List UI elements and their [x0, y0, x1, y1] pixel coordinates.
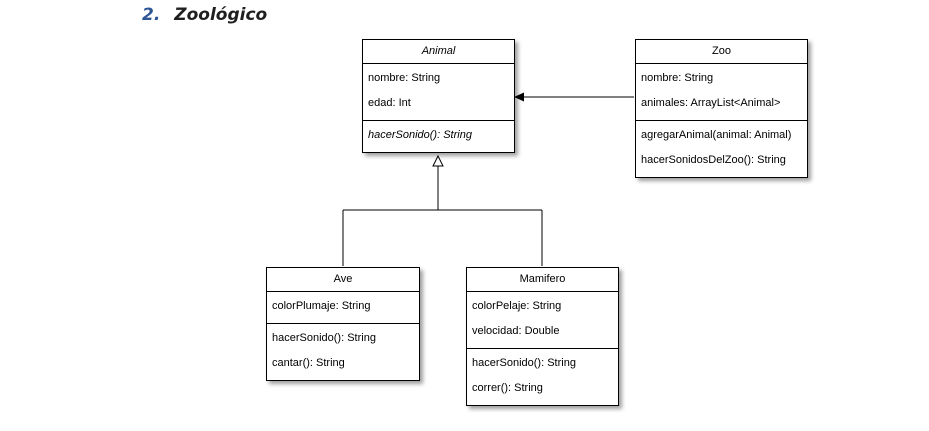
attribute: velocidad: Double — [472, 325, 560, 337]
class-animal-name: Animal — [363, 40, 514, 64]
class-zoo-attributes: nombre: String animales: ArrayList<Anima… — [636, 64, 807, 120]
attribute: colorPelaje: String — [472, 300, 562, 312]
class-ave-attributes: colorPlumaje: String — [267, 292, 419, 323]
method: cantar(): String — [272, 357, 345, 369]
class-animal-methods: hacerSonido(): String — [363, 120, 514, 152]
attribute: edad: Int — [368, 97, 411, 109]
class-mamifero-name: Mamifero — [467, 268, 618, 292]
heading-title: Zoológico — [174, 5, 268, 25]
method: hacerSonido(): String — [368, 129, 472, 141]
heading-number: 2. — [142, 5, 161, 25]
class-ave-name: Ave — [267, 268, 419, 292]
generalization-triangle — [432, 154, 444, 167]
class-ave: Ave colorPlumaje: String hacerSonido(): … — [266, 267, 420, 381]
attribute: nombre: String — [368, 72, 441, 84]
method: agregarAnimal(animal: Animal) — [641, 129, 792, 141]
attribute: nombre: String — [641, 72, 714, 84]
class-zoo: Zoo nombre: String animales: ArrayList<A… — [635, 39, 808, 178]
class-mamifero-methods: hacerSonido(): String correr(): String — [467, 348, 618, 405]
method: correr(): String — [472, 382, 543, 394]
method: hacerSonidosDelZoo(): String — [641, 154, 786, 166]
association-arrowhead — [514, 92, 524, 102]
diagram-heading: 2. Zoológico — [142, 5, 267, 25]
class-mamifero: Mamifero colorPelaje: String velocidad: … — [466, 267, 619, 406]
class-animal: Animal nombre: String edad: Int hacerSon… — [362, 39, 515, 153]
method: hacerSonido(): String — [472, 357, 576, 369]
class-animal-attributes: nombre: String edad: Int — [363, 64, 514, 120]
class-ave-methods: hacerSonido(): String cantar(): String — [267, 323, 419, 380]
class-zoo-methods: agregarAnimal(animal: Animal) hacerSonid… — [636, 120, 807, 177]
class-mamifero-attributes: colorPelaje: String velocidad: Double — [467, 292, 618, 348]
attribute: animales: ArrayList<Animal> — [641, 97, 781, 109]
attribute: colorPlumaje: String — [272, 300, 371, 312]
method: hacerSonido(): String — [272, 332, 376, 344]
class-zoo-name: Zoo — [636, 40, 807, 64]
